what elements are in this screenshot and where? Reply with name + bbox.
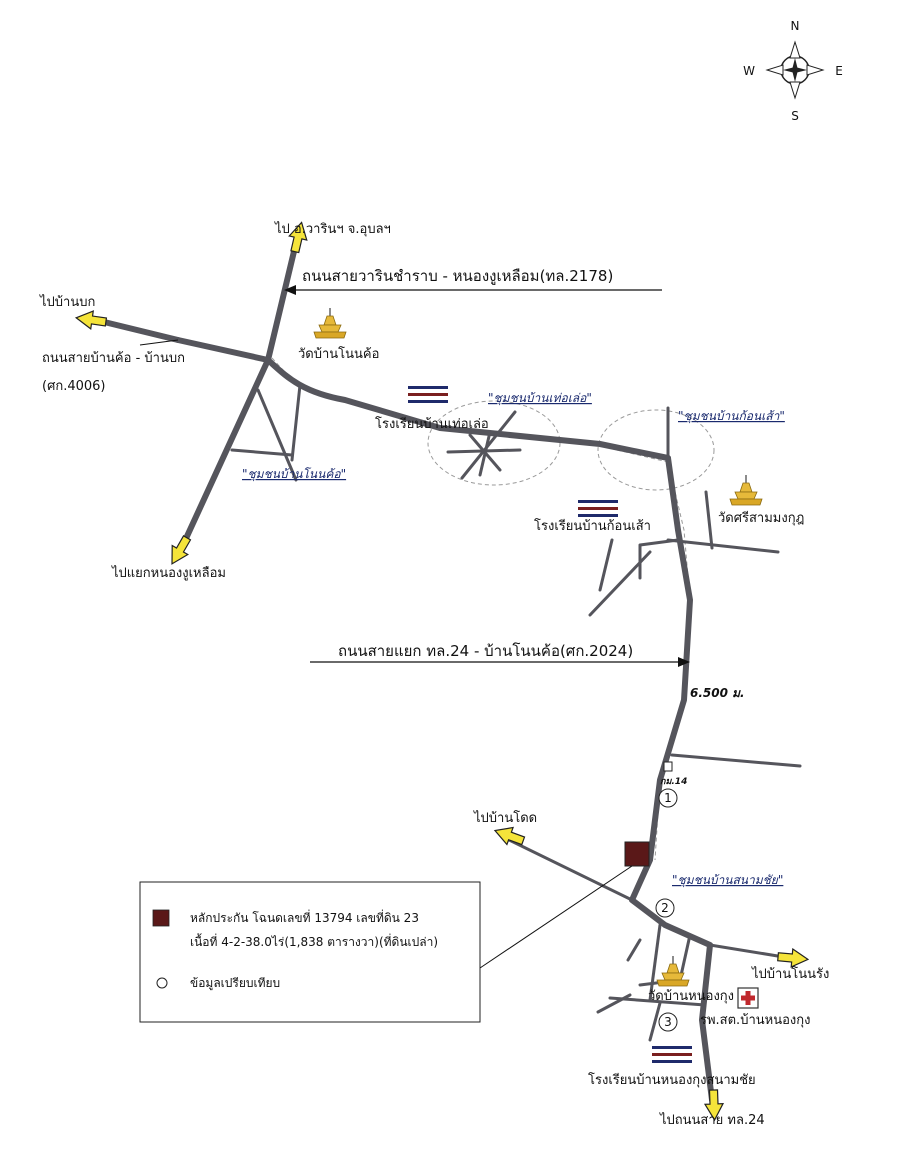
label-school-kon-sao: โรงเรียนบ้านก้อนเส้า (534, 518, 651, 534)
legend-subject-line2: เนื้อที่ 4-2-38.0ไร่(1,838 ตารางวา)(ที่ด… (190, 933, 438, 949)
label-wat-ban-nong-kung: วัดบ้านหนองกุง (648, 989, 734, 1004)
arrow-to-non-rang-icon (776, 947, 810, 969)
label-to-ban-bok: ไปบ้านบก (39, 294, 95, 310)
km-marker-label: กม.14 (660, 777, 687, 787)
comparable-1-label: 1 (664, 791, 672, 805)
compass-rose: N S E W (743, 19, 843, 123)
comparable-marker-2: 2 (655, 898, 675, 918)
community-kon-sao: "ชุมชนบ้านก้อนเส้า" (678, 409, 785, 424)
compass-south: S (791, 109, 799, 123)
road-non-kho-to-kon-sao (265, 357, 671, 461)
label-to-nong-ngu: ไปแยกหนองงูเหลือม (111, 565, 226, 581)
hospital-icon (737, 987, 759, 1009)
label-to-warin: ไป อ.วารินฯ จ.อุบลฯ (274, 221, 391, 237)
school-icon-nong-kung (652, 1046, 692, 1063)
temple-icon-non-kho (313, 307, 347, 339)
legend-comparable-label: ข้อมูลเปรียบเทียบ (190, 976, 280, 991)
road-label-ban-kho-ban-bok: ถนนสายบ้านค้อ - บ้านบก (42, 351, 185, 366)
road-label-tl24-non-kho: ถนนสายแยก ทล.24 - บ้านโนนค้อ(ศก.2024) (338, 642, 633, 660)
road-label-varin-nongngu: ถนนสายวารินชำราบ - หนองงูเหลือม(ทล.2178) (302, 267, 613, 285)
temple-icon-sri-sam-mongkhon (729, 474, 763, 506)
label-to-non-rang: ไปบ้านโนนรัง (751, 966, 829, 982)
label-wat-ban-non-kho: วัดบ้านโนนค้อ (298, 346, 379, 362)
road-label-pointers (139, 285, 690, 667)
comparable-2-label: 2 (661, 901, 669, 915)
arrow-to-ban-bok-icon (74, 308, 108, 332)
road-to-ban-bok (93, 317, 181, 343)
comparable-marker-1: 1 (658, 788, 678, 808)
community-boundary-thao-lao (427, 400, 561, 486)
label-school-nong-kung: โรงเรียนบ้านหนองกุงสนามชัย (588, 1072, 756, 1088)
main-roads (93, 240, 715, 1103)
label-to-ban-dot: ไปบ้านโดด (473, 810, 537, 826)
school-icon-thao-lao (408, 386, 448, 403)
minor-roads (230, 383, 802, 1042)
arrow-to-nong-ngu-icon (163, 532, 196, 569)
school-icon-kon-sao (578, 500, 618, 517)
label-school-thao-lao: โรงเรียนบ้านเท่อเล่อ (375, 416, 489, 432)
road-kon-sao-south (629, 455, 715, 1103)
road-to-nong-ngu (180, 357, 271, 548)
community-sanam-chai: "ชุมชนบ้านสนามชัย" (672, 873, 783, 888)
compass-north: N (791, 19, 800, 33)
road-to-warin (265, 240, 299, 363)
thao-lao-street-grid (446, 410, 522, 480)
community-thao-lao: "ชุมชนบ้านเท่อเล่อ" (488, 391, 592, 406)
label-wat-sri-sam-mongkhon: วัดศรีสามมงกุฎ (718, 510, 804, 526)
subject-callout-line (479, 865, 633, 969)
road-ban-bok-connector (175, 337, 271, 363)
legend-subject-line1: หลักประกัน โฉนดเลขที่ 13794 เลขที่ดิน 23 (190, 909, 419, 925)
legend-box: หลักประกัน โฉนดเลขที่ 13794 เลขที่ดิน 23… (139, 881, 481, 1023)
compass-west: W (743, 64, 755, 78)
distance-label: 6.500 ม. (690, 686, 745, 700)
compass-east: E (835, 64, 843, 78)
community-boundary-kon-sao (597, 409, 715, 491)
label-to-tl24: ไปถนนสาย ทล.24 (659, 1112, 765, 1128)
road-label-ban-kho-ban-bok-code: (ศก.4006) (42, 379, 105, 394)
legend-comparable-swatch (156, 977, 168, 989)
legend-subject-swatch (152, 909, 170, 927)
km-marker: กม.14 (660, 761, 687, 787)
community-non-kho: "ชุมชนบ้านโนนค้อ" (242, 467, 346, 482)
comparable-marker-3: 3 (658, 1012, 678, 1032)
label-hospital: รพ.สต.บ้านหนองกุง (700, 1013, 810, 1028)
subject-property-marker (624, 841, 650, 867)
comparable-3-label: 3 (664, 1015, 672, 1029)
